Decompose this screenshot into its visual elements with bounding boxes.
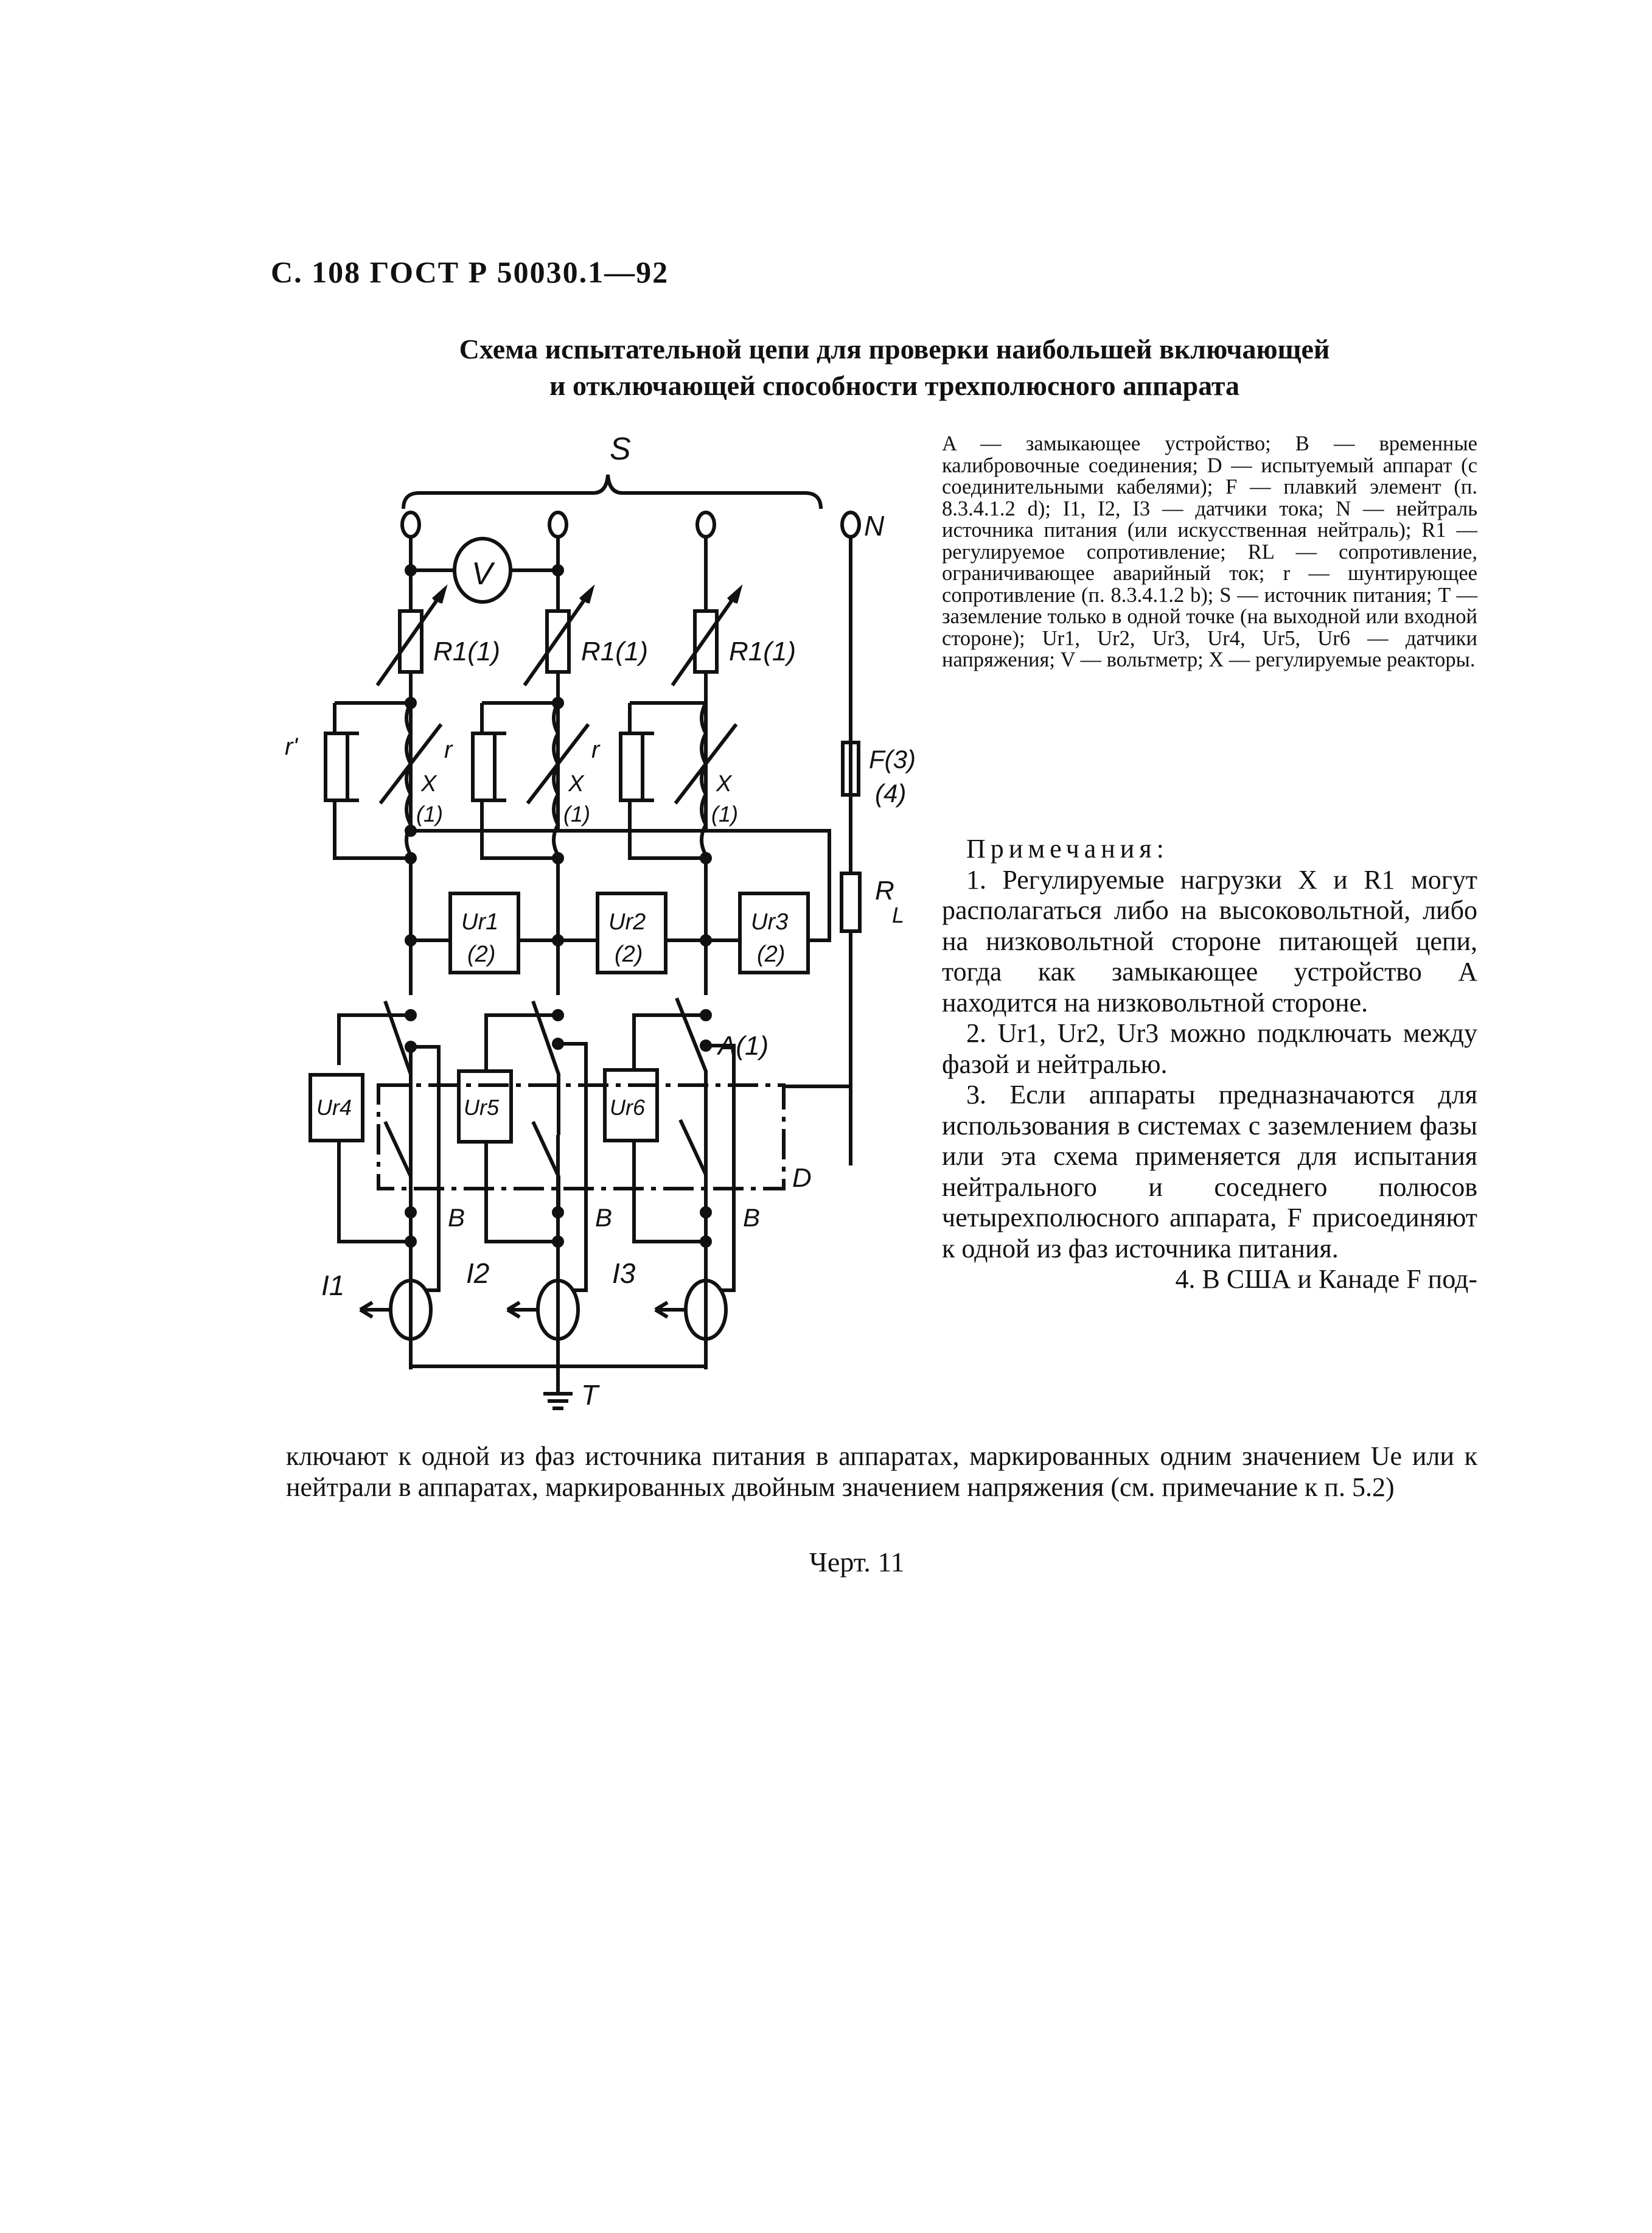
figure-title-line-2: и отключающей способности трехполюсного … <box>549 370 1240 401</box>
load-resistor-rl <box>840 872 862 933</box>
current-label-3: I3 <box>612 1257 636 1289</box>
terminal-phase-2 <box>548 511 568 539</box>
voltage-sensor-ur2 <box>596 892 667 974</box>
figure-caption: Черт. 11 <box>809 1546 905 1578</box>
legend-text: A — замыкающее устройство; B — временные… <box>942 432 1477 671</box>
calib-label-1: B <box>448 1203 465 1232</box>
neutral-label: N <box>864 510 885 542</box>
reactor-note-1: (1) <box>416 802 443 826</box>
ground-icon <box>543 1392 573 1410</box>
ur5-label: Ur5 <box>464 1095 500 1120</box>
device-under-test-boundary <box>377 1083 786 1190</box>
reactor-note-2: (1) <box>563 802 590 826</box>
note-4-rest: ключают к одной из фаз источника питания… <box>286 1441 1477 1502</box>
shunt-label-r-prime: r' <box>285 733 298 760</box>
ur2-note: (2) <box>615 942 643 967</box>
ur3-note: (2) <box>757 942 785 967</box>
notes-heading: Примечания: <box>966 834 1169 864</box>
terminal-phase-1 <box>400 511 421 539</box>
r1-label-2: R1(1) <box>581 637 648 666</box>
voltage-sensor-ur1 <box>448 892 520 974</box>
fuse-note: (4) <box>875 779 906 808</box>
calib-label-2: B <box>595 1203 612 1232</box>
shunt-r-label-1: r <box>444 736 453 763</box>
r1-label-1: R1(1) <box>433 637 500 666</box>
resistor-r1-phase-1 <box>375 584 448 687</box>
fuse-label: F(3) <box>869 745 916 774</box>
reactor-label-2: X <box>568 771 585 797</box>
resistor-r1-phase-2 <box>523 584 595 687</box>
page-header: С. 108 ГОСТ Р 50030.1—92 <box>271 255 669 289</box>
note-3: 3. Если аппараты предназначаются для исп… <box>942 1080 1477 1263</box>
reactor-shunt-phase-2 <box>471 697 590 864</box>
note-4-start: 4. В США и Канаде F под- <box>1175 1264 1477 1294</box>
circuit-diagram: S N V R1(1) R1(1) R1(1) <box>285 432 916 1411</box>
resistor-r1-phase-3 <box>671 584 743 687</box>
terminal-phase-3 <box>695 511 716 539</box>
rl-sub: L <box>892 903 904 928</box>
voltage-sensor-ur3 <box>738 892 810 974</box>
ground-label: T <box>581 1379 600 1411</box>
reactor-label-3: X <box>716 771 733 797</box>
rl-label: R <box>875 876 894 906</box>
current-label-2: I2 <box>466 1257 489 1289</box>
voltage-sensor-ur4 <box>308 1073 364 1142</box>
reactor-label-1: X <box>420 771 437 797</box>
shunt-r-label-2: r <box>591 736 601 763</box>
notes-block: Примечания: 1. Регулируемые нагрузки X и… <box>942 834 1477 1295</box>
ur1-label: Ur1 <box>461 909 498 935</box>
ur3-label: Ur3 <box>751 909 788 935</box>
device-label: D <box>792 1163 812 1193</box>
voltage-sensor-ur5 <box>457 1069 513 1144</box>
ur1-note: (2) <box>467 942 495 967</box>
reactor-note-3: (1) <box>711 802 738 826</box>
r1-label-3: R1(1) <box>729 637 796 666</box>
current-label-1: I1 <box>321 1270 344 1301</box>
voltage-sensor-ur6 <box>603 1068 659 1142</box>
calib-label-3: B <box>743 1203 760 1232</box>
source-brace <box>402 474 823 509</box>
terminal-neutral <box>840 511 861 539</box>
source-label: S <box>610 432 631 467</box>
ur6-label: Ur6 <box>610 1095 646 1120</box>
note-2: 2. Ur1, Ur2, Ur3 можно подключать между … <box>942 1018 1477 1079</box>
voltmeter-icon <box>453 537 512 604</box>
reactor-shunt-phase-3 <box>619 701 738 864</box>
note-4-continuation: ключают к одной из фаз источника питания… <box>286 1441 1477 1503</box>
voltmeter-label: V <box>472 556 495 592</box>
figure-title-line-1: Схема испытательной цепи для проверки на… <box>459 334 1330 365</box>
ur2-label: Ur2 <box>608 909 646 935</box>
note-1: 1. Регулируемые нагрузки X и R1 могут ра… <box>942 864 1477 1018</box>
fuse-f <box>841 741 860 797</box>
ur4-label: Ur4 <box>316 1095 352 1120</box>
